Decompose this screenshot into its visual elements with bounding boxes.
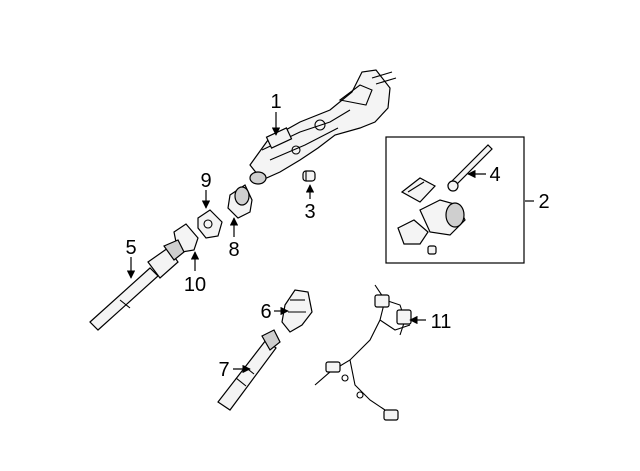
- leader-lines: [126, 112, 534, 374]
- part-steering-column-housing: [249, 69, 397, 185]
- callout-3: 3: [304, 201, 315, 223]
- callout-7: 7: [218, 359, 229, 381]
- callout-4: 4: [489, 164, 500, 186]
- part-intermediate-shaft: [89, 239, 185, 331]
- callout-2: 2: [538, 191, 549, 213]
- callout-8: 8: [228, 239, 239, 261]
- part-boot: [281, 289, 313, 333]
- part-lower-shaft: [217, 329, 281, 411]
- callout-1: 1: [270, 91, 281, 113]
- part-bolt: [302, 170, 316, 182]
- callout-5: 5: [125, 237, 136, 259]
- part-wiring-harness: [314, 284, 412, 421]
- part-collar: [227, 184, 253, 219]
- part-bracket: [197, 209, 223, 239]
- callout-10: 10: [184, 274, 206, 296]
- callout-11: 11: [431, 311, 452, 333]
- part-2-group: [385, 136, 525, 264]
- group-box: [385, 136, 525, 264]
- callout-6: 6: [260, 301, 271, 323]
- callout-9: 9: [200, 170, 211, 192]
